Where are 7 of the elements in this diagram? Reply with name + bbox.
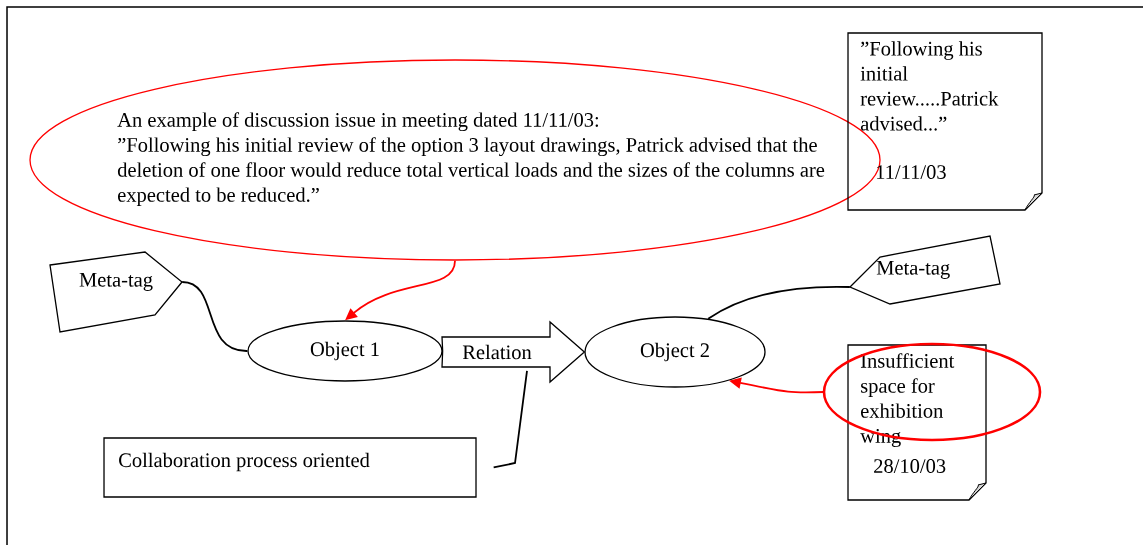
connector: [181, 281, 249, 352]
connector: [707, 285, 851, 320]
text-box: Collaboration process oriented: [103, 437, 477, 498]
leader-line: [492, 370, 528, 469]
edge-label: Relation: [461, 343, 533, 361]
note-page: ”Following his initial review.....Patrick advised...” 11/11/03: [847, 32, 1043, 211]
block-arrow: [441, 320, 586, 384]
